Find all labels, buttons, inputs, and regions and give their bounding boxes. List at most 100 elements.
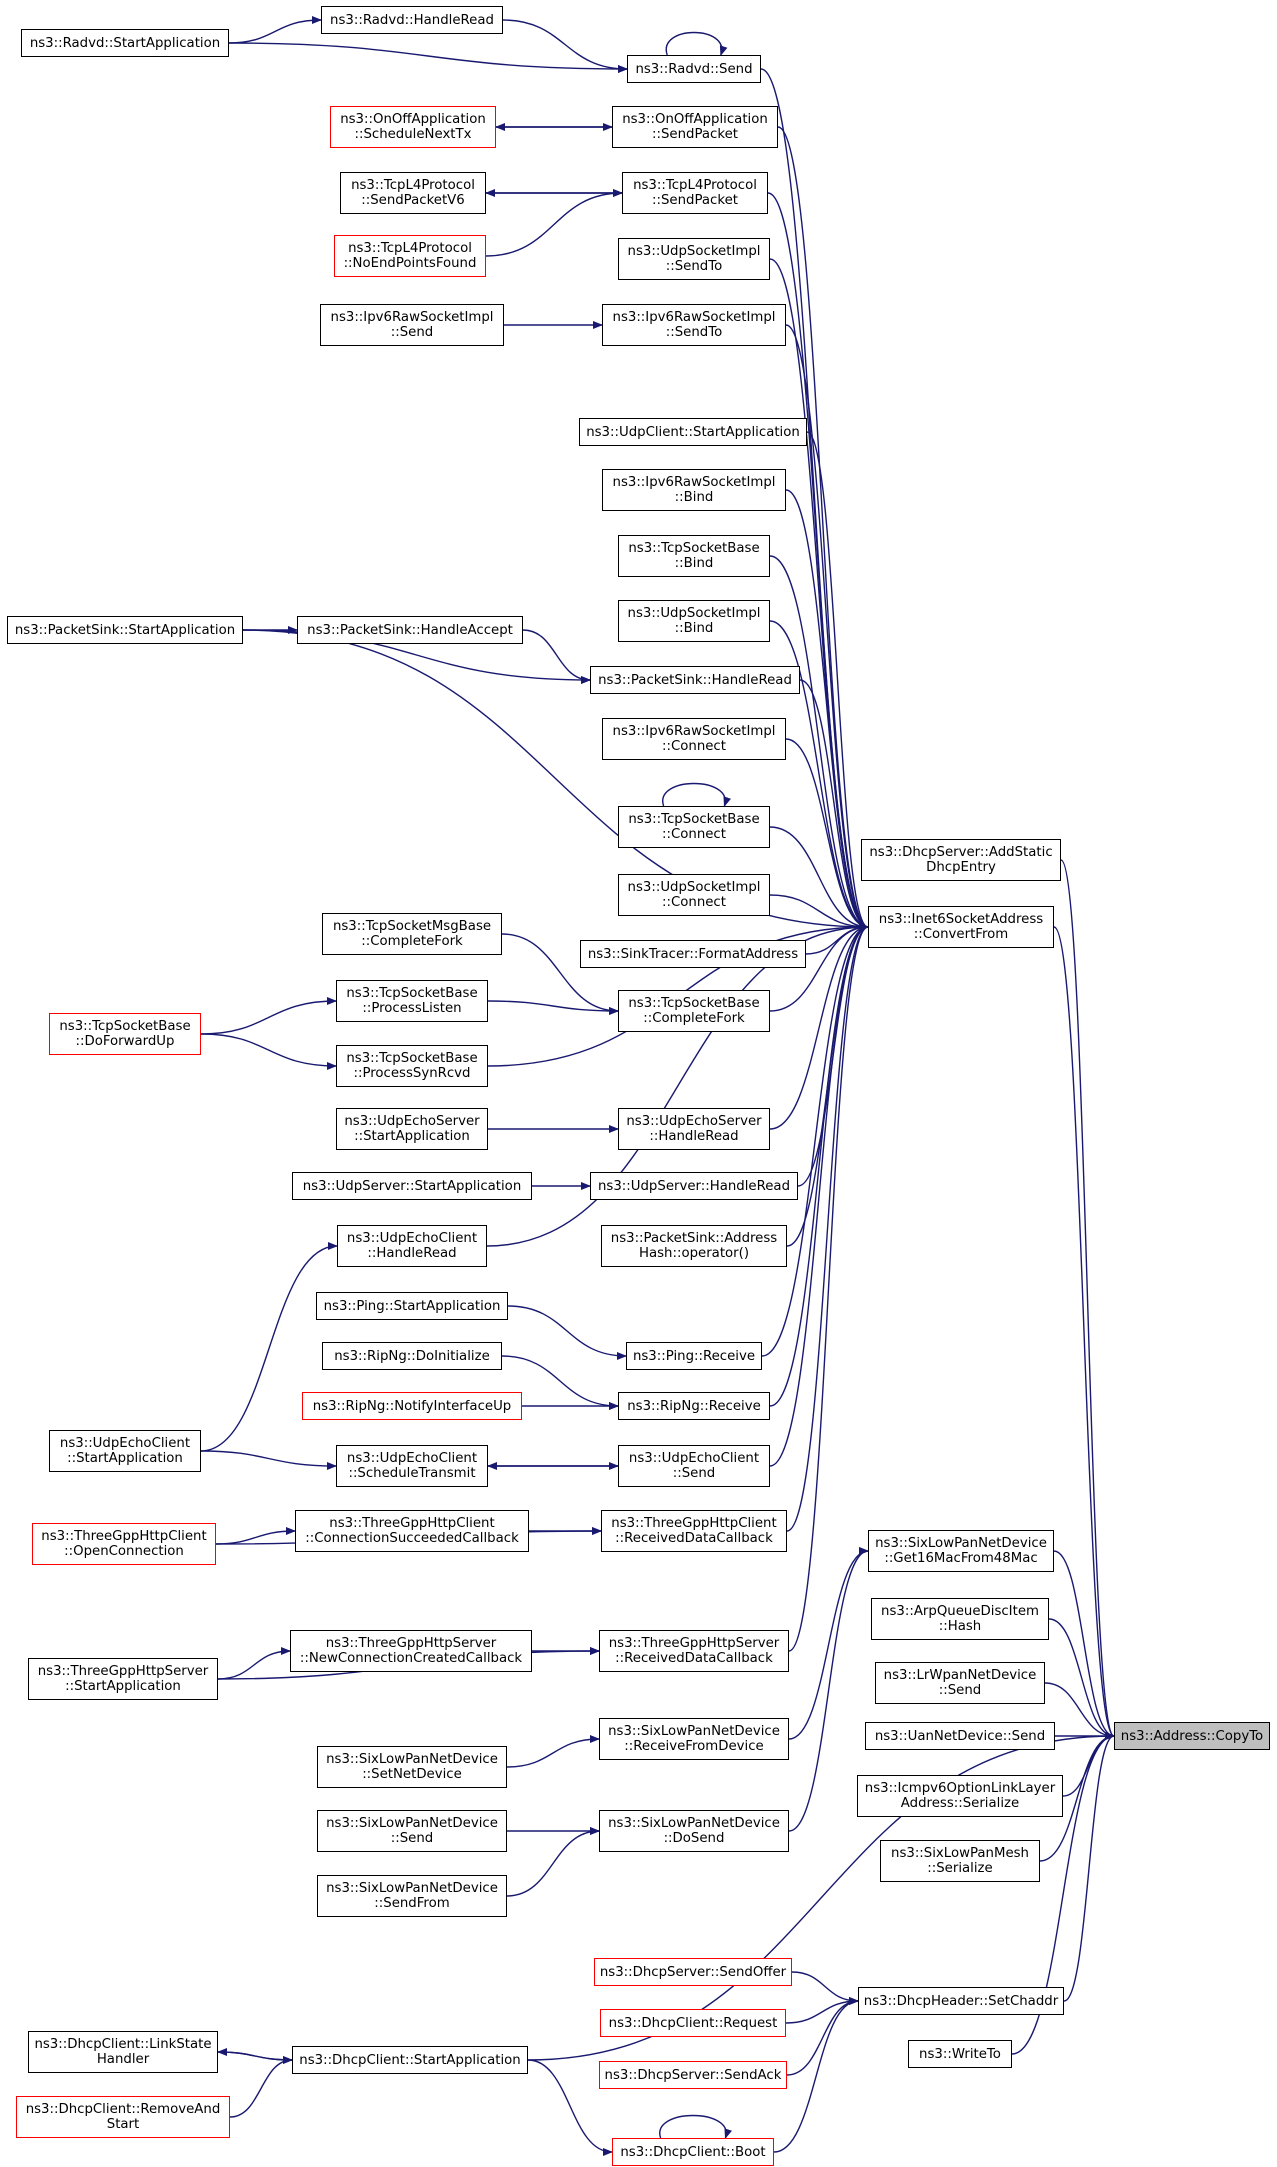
node-lrwpansend[interactable]: ns3::LrWpanNetDevice::Send <box>875 1662 1045 1704</box>
edge-ipv6rawbind-to-convertfrom <box>785 489 869 931</box>
node-echoclientread[interactable]: ns3::UdpEchoClient::HandleRead <box>337 1225 487 1267</box>
node-dhcpclientstart[interactable]: ns3::DhcpClient::StartApplication <box>292 2046 528 2074</box>
node-label-line: ns3::ArpQueueDiscItem <box>881 1604 1039 1619</box>
node-get16mac[interactable]: ns3::SixLowPanNetDevice::Get16MacFrom48M… <box>868 1530 1054 1572</box>
node-label-line: ::Hash <box>938 1619 982 1634</box>
node-tcpsynrcvd[interactable]: ns3::TcpSocketBase::ProcessSynRcvd <box>336 1045 488 1087</box>
node-uansend[interactable]: ns3::UanNetDevice::Send <box>865 1722 1055 1750</box>
node-pktsinkread[interactable]: ns3::PacketSink::HandleRead <box>590 666 800 694</box>
node-riprecv[interactable]: ns3::RipNg::Receive <box>618 1392 770 1420</box>
node-httpserverrecv[interactable]: ns3::ThreeGppHttpServer::ReceivedDataCal… <box>599 1630 789 1672</box>
node-tcpmsgfork[interactable]: ns3::TcpSocketMsgBase::CompleteFork <box>322 913 502 955</box>
edge-sixsetnet-to-sixrecv <box>506 1735 600 1768</box>
node-setchaddr[interactable]: ns3::DhcpHeader::SetChaddr <box>858 1987 1064 2015</box>
node-pingrecv[interactable]: ns3::Ping::Receive <box>626 1342 762 1370</box>
node-ipv6rawconn[interactable]: ns3::Ipv6RawSocketImpl::Connect <box>602 718 786 760</box>
node-label-line: ::SendPacket <box>652 127 738 142</box>
node-tcpbind[interactable]: ns3::TcpSocketBase::Bind <box>618 535 770 577</box>
node-sixsendfrom[interactable]: ns3::SixLowPanNetDevice::SendFrom <box>317 1875 507 1917</box>
node-label-line: ns3::TcpSocketBase <box>628 996 760 1011</box>
node-radvdread[interactable]: ns3::Radvd::HandleRead <box>321 6 503 34</box>
node-udpsendto[interactable]: ns3::UdpSocketImpl::SendTo <box>618 238 770 280</box>
node-label-line: ns3::RipNg::NotifyInterfaceUp <box>312 1398 512 1414</box>
node-udpserverstart[interactable]: ns3::UdpServer::StartApplication <box>292 1172 532 1200</box>
node-tcplisten[interactable]: ns3::TcpSocketBase::ProcessListen <box>336 980 488 1022</box>
node-label-line: ns3::Radvd::Send <box>635 61 753 77</box>
node-sixsetnet[interactable]: ns3::SixLowPanNetDevice::SetNetDevice <box>317 1746 507 1788</box>
node-tcpl4noend[interactable]: ns3::TcpL4Protocol::NoEndPointsFound <box>334 235 486 277</box>
node-label-line: ns3::OnOffApplication <box>340 112 486 127</box>
node-pingstart[interactable]: ns3::Ping::StartApplication <box>316 1292 508 1320</box>
node-label-line: ns3::UanNetDevice::Send <box>874 1728 1046 1744</box>
node-onoffsend[interactable]: ns3::OnOffApplication::SendPacket <box>612 106 778 148</box>
node-label-line: ::SendFrom <box>374 1896 450 1911</box>
node-label-line: ::Send <box>390 1831 434 1846</box>
node-dhcprequest[interactable]: ns3::DhcpClient::Request <box>600 2009 786 2037</box>
node-httpnewconn[interactable]: ns3::ThreeGppHttpServer::NewConnectionCr… <box>290 1630 532 1672</box>
node-label-line: ns3::UdpEchoClient <box>346 1451 478 1466</box>
node-tcpfork[interactable]: ns3::TcpSocketBase::CompleteFork <box>618 990 770 1032</box>
node-label-line: ::CompleteFork <box>643 1011 745 1026</box>
node-label-line: ns3::ThreeGppHttpServer <box>37 1664 209 1679</box>
node-convertfrom[interactable]: ns3::Inet6SocketAddress::ConvertFrom <box>868 906 1054 948</box>
edge-tcpfwd-to-tcpsynrcvd <box>200 1033 337 1070</box>
node-meshser[interactable]: ns3::SixLowPanMesh::Serialize <box>880 1840 1040 1882</box>
node-label-line: ::Bind <box>674 490 714 505</box>
node-udpconn[interactable]: ns3::UdpSocketImpl::Connect <box>618 874 770 916</box>
node-echoserverread[interactable]: ns3::UdpEchoServer::HandleRead <box>618 1108 770 1150</box>
node-httpclientrecv[interactable]: ns3::ThreeGppHttpClient::ReceivedDataCal… <box>601 1510 787 1552</box>
node-radvdsend[interactable]: ns3::Radvd::Send <box>627 55 761 83</box>
node-label-line: ns3::TcpSocketBase <box>346 1051 478 1066</box>
node-label-line: ::Bind <box>674 556 714 571</box>
node-echoserverstart[interactable]: ns3::UdpEchoServer::StartApplication <box>336 1108 488 1150</box>
node-echoclientsched[interactable]: ns3::UdpEchoClient::ScheduleTransmit <box>336 1445 488 1487</box>
node-ipv6rawsendto[interactable]: ns3::Ipv6RawSocketImpl::SendTo <box>602 304 786 346</box>
node-label-line: ns3::Radvd::StartApplication <box>29 35 221 51</box>
node-udpclientstart[interactable]: ns3::UdpClient::StartApplication <box>579 418 807 446</box>
node-dhcpack[interactable]: ns3::DhcpServer::SendAck <box>599 2061 787 2089</box>
node-sixsend[interactable]: ns3::SixLowPanNetDevice::Send <box>317 1810 507 1852</box>
node-ipv6rawbind[interactable]: ns3::Ipv6RawSocketImpl::Bind <box>602 469 786 511</box>
node-ripnotify[interactable]: ns3::RipNg::NotifyInterfaceUp <box>302 1392 522 1420</box>
node-httpconnok[interactable]: ns3::ThreeGppHttpClient::ConnectionSucce… <box>295 1510 529 1552</box>
node-sixdosend[interactable]: ns3::SixLowPanNetDevice::DoSend <box>599 1810 789 1852</box>
node-radvdstart[interactable]: ns3::Radvd::StartApplication <box>21 29 229 57</box>
node-echoclientstart[interactable]: ns3::UdpEchoClient::StartApplication <box>49 1430 201 1472</box>
node-tcpl4v6[interactable]: ns3::TcpL4Protocol::SendPacketV6 <box>340 172 486 214</box>
node-dhcpoffer[interactable]: ns3::DhcpServer::SendOffer <box>594 1958 792 1986</box>
node-pktsinkaccept[interactable]: ns3::PacketSink::HandleAccept <box>297 616 523 644</box>
node-label-line: ns3::Ipv6RawSocketImpl <box>330 310 494 325</box>
node-pktsinkstart[interactable]: ns3::PacketSink::StartApplication <box>7 616 243 644</box>
node-tcpconn[interactable]: ns3::TcpSocketBase::Connect <box>618 806 770 848</box>
edge-pingstart-to-pingrecv <box>507 1305 627 1360</box>
node-copyto[interactable]: ns3::Address::CopyTo <box>1114 1722 1270 1750</box>
node-udpserverread[interactable]: ns3::UdpServer::HandleRead <box>590 1172 798 1200</box>
node-ripinit[interactable]: ns3::RipNg::DoInitialize <box>322 1342 502 1370</box>
node-label-line: ::ConnectionSucceededCallback <box>305 1531 519 1546</box>
edge-ipv6rawconn-to-convertfrom <box>785 738 869 931</box>
node-sixrecv[interactable]: ns3::SixLowPanNetDevice::ReceiveFromDevi… <box>599 1718 789 1760</box>
node-dhcpboot[interactable]: ns3::DhcpClient::Boot <box>612 2138 774 2166</box>
node-sinktracer[interactable]: ns3::SinkTracer::FormatAddress <box>580 940 806 968</box>
node-label-line: ns3::Ping::StartApplication <box>323 1298 501 1314</box>
node-tcpfwd[interactable]: ns3::TcpSocketBase::DoForwardUp <box>49 1013 201 1055</box>
node-label-line: ns3::UdpEchoClient <box>628 1451 760 1466</box>
node-tcpl4send[interactable]: ns3::TcpL4Protocol::SendPacket <box>622 172 768 214</box>
node-echoclientsend[interactable]: ns3::UdpEchoClient::Send <box>618 1445 770 1487</box>
node-label-line: ::Send <box>390 325 434 340</box>
node-arphash[interactable]: ns3::ArpQueueDiscItem::Hash <box>871 1598 1049 1640</box>
node-httpopen[interactable]: ns3::ThreeGppHttpClient::OpenConnection <box>32 1523 216 1565</box>
node-ipv6rawsend[interactable]: ns3::Ipv6RawSocketImpl::Send <box>320 304 504 346</box>
node-label-line: ns3::PacketSink::HandleRead <box>598 672 792 688</box>
edge-udpbind-to-convertfrom <box>769 620 869 931</box>
node-httpserverstart[interactable]: ns3::ThreeGppHttpServer::StartApplicatio… <box>28 1658 218 1700</box>
node-onoffsched[interactable]: ns3::OnOffApplication::ScheduleNextTx <box>330 106 496 148</box>
node-udpbind[interactable]: ns3::UdpSocketImpl::Bind <box>618 600 770 642</box>
node-writeto[interactable]: ns3::WriteTo <box>908 2040 1012 2068</box>
